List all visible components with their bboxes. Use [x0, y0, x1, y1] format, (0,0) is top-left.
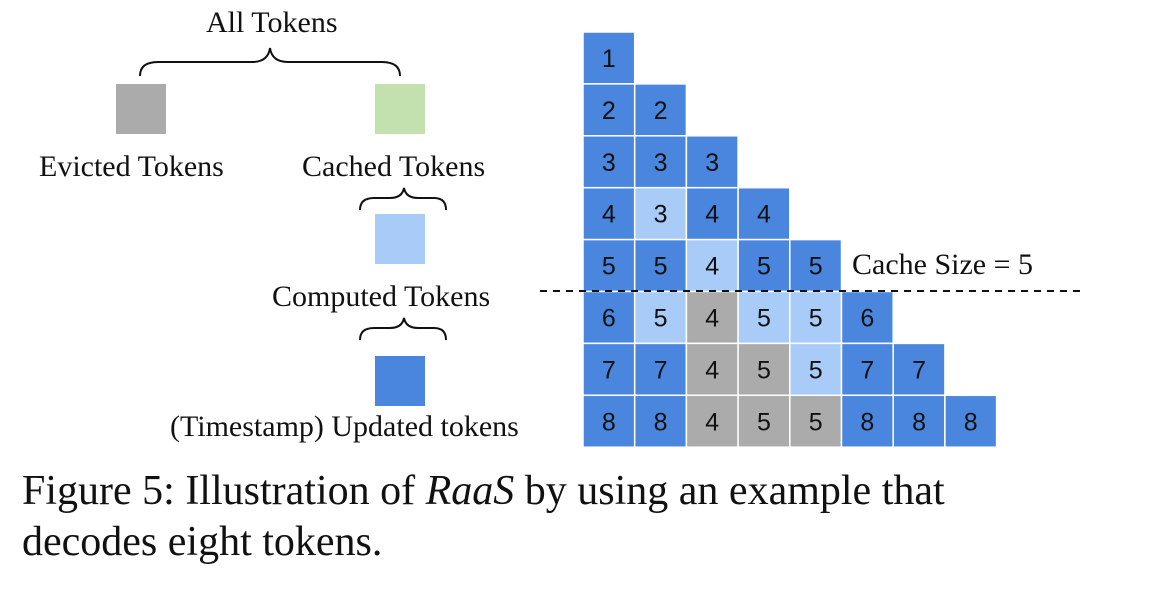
token-cell-r6-c3	[685, 290, 739, 345]
token-cell-value: 8	[964, 408, 978, 436]
updated-tokens-brace	[359, 317, 447, 341]
all-tokens-brace	[139, 47, 401, 77]
caption-line2: decodes eight tokens.	[22, 519, 383, 566]
token-cell-value: 6	[860, 304, 874, 332]
token-cell-r4-c2	[633, 186, 688, 241]
token-cell-r3-c3	[685, 135, 739, 189]
computed-tokens-brace	[359, 187, 447, 211]
token-cell-value: 5	[654, 304, 668, 332]
token-cell-value: 5	[809, 356, 823, 384]
token-cell-value: 3	[654, 149, 668, 177]
token-cell-value: 4	[705, 356, 719, 384]
token-cell-r7-c7	[892, 342, 946, 397]
token-cell-value: 2	[654, 97, 668, 125]
token-cell-value: 5	[757, 304, 771, 332]
token-cell-r7-c1	[582, 342, 636, 397]
token-cell-value: 8	[654, 408, 668, 436]
legend-braces	[139, 47, 447, 341]
token-cell-value: 2	[602, 97, 616, 125]
token-cell-r5-c3	[685, 238, 739, 293]
token-cell-value: 8	[912, 408, 926, 436]
token-cell-value: 4	[602, 201, 616, 229]
token-cell-r8-c5	[789, 394, 843, 448]
token-cell-value: 5	[809, 408, 823, 436]
updated-swatch	[375, 356, 425, 406]
token-cell-r4-c4	[737, 186, 791, 241]
token-cell-value: 4	[705, 253, 719, 281]
updated-tokens-label: (Timestamp) Updated tokens	[170, 410, 519, 443]
cache-size-label: Cache Size = 5	[852, 248, 1034, 281]
token-cell-r3-c1	[582, 135, 636, 189]
token-cell-value: 5	[809, 253, 823, 281]
token-cell-value: 4	[705, 304, 719, 332]
token-cell-r2-c2	[633, 83, 688, 137]
token-cell-r8-c1	[582, 394, 636, 448]
token-cell-r8-c8	[944, 394, 998, 448]
token-cell-r8-c7	[892, 394, 946, 448]
token-cell-value: 7	[602, 356, 616, 384]
evicted-swatch	[116, 84, 166, 134]
figure-caption: Figure 5: Illustration of RaaS by using …	[22, 466, 945, 568]
caption-method: RaaS	[425, 468, 515, 514]
token-cell-value: 8	[860, 408, 874, 436]
computed-tokens-label: Computed Tokens	[272, 280, 491, 313]
token-cell-value: 4	[757, 201, 771, 229]
token-cell-value: 3	[654, 201, 668, 229]
evicted-tokens-label: Evicted Tokens	[39, 150, 224, 183]
token-cell-r1-c1	[582, 31, 636, 85]
token-cell-r3-c2	[633, 135, 688, 189]
token-cell-value: 5	[809, 304, 823, 332]
token-cell-value: 5	[654, 253, 668, 281]
caption-suffix: by using an example that	[514, 468, 945, 514]
token-grid: 1 2 2 3 3 3 4 3 4 4 5 5 4 5 5 6 5 4 5 5 6 7 7 4 5 5 7 7 8 8 4 5 5 8 8 8	[540, 31, 1080, 448]
token-cell-value: 4	[705, 201, 719, 229]
token-cell-value: 5	[757, 253, 771, 281]
token-cell-r8-c4	[737, 394, 791, 448]
token-cell-r8-c3	[685, 394, 739, 448]
token-cell-r8-c2	[633, 394, 688, 448]
cached-tokens-label: Cached Tokens	[302, 150, 486, 183]
token-cell-value: 5	[757, 408, 771, 436]
cached-swatch	[375, 84, 425, 134]
token-cell-value: 1	[602, 45, 616, 73]
token-cell-value: 3	[705, 149, 719, 177]
caption-prefix: Figure 5: Illustration of	[22, 468, 426, 514]
token-cell-value: 5	[757, 356, 771, 384]
computed-swatch	[375, 214, 425, 264]
token-cell-value: 7	[912, 356, 926, 384]
token-cell-value: 3	[602, 149, 616, 177]
token-cell-value: 4	[705, 408, 719, 436]
token-cell-value: 7	[860, 356, 874, 384]
token-cell-r5-c2	[633, 238, 688, 293]
token-cell-r6-c6	[840, 290, 894, 345]
all-tokens-label: All Tokens	[206, 6, 338, 39]
token-cell-r6-c5	[789, 290, 843, 345]
token-cell-value: 8	[602, 408, 616, 436]
token-cell-value: 6	[602, 304, 616, 332]
token-cell-r6-c1	[582, 290, 636, 345]
token-cell-value: 5	[602, 253, 616, 281]
token-cell-value: 7	[654, 356, 668, 384]
